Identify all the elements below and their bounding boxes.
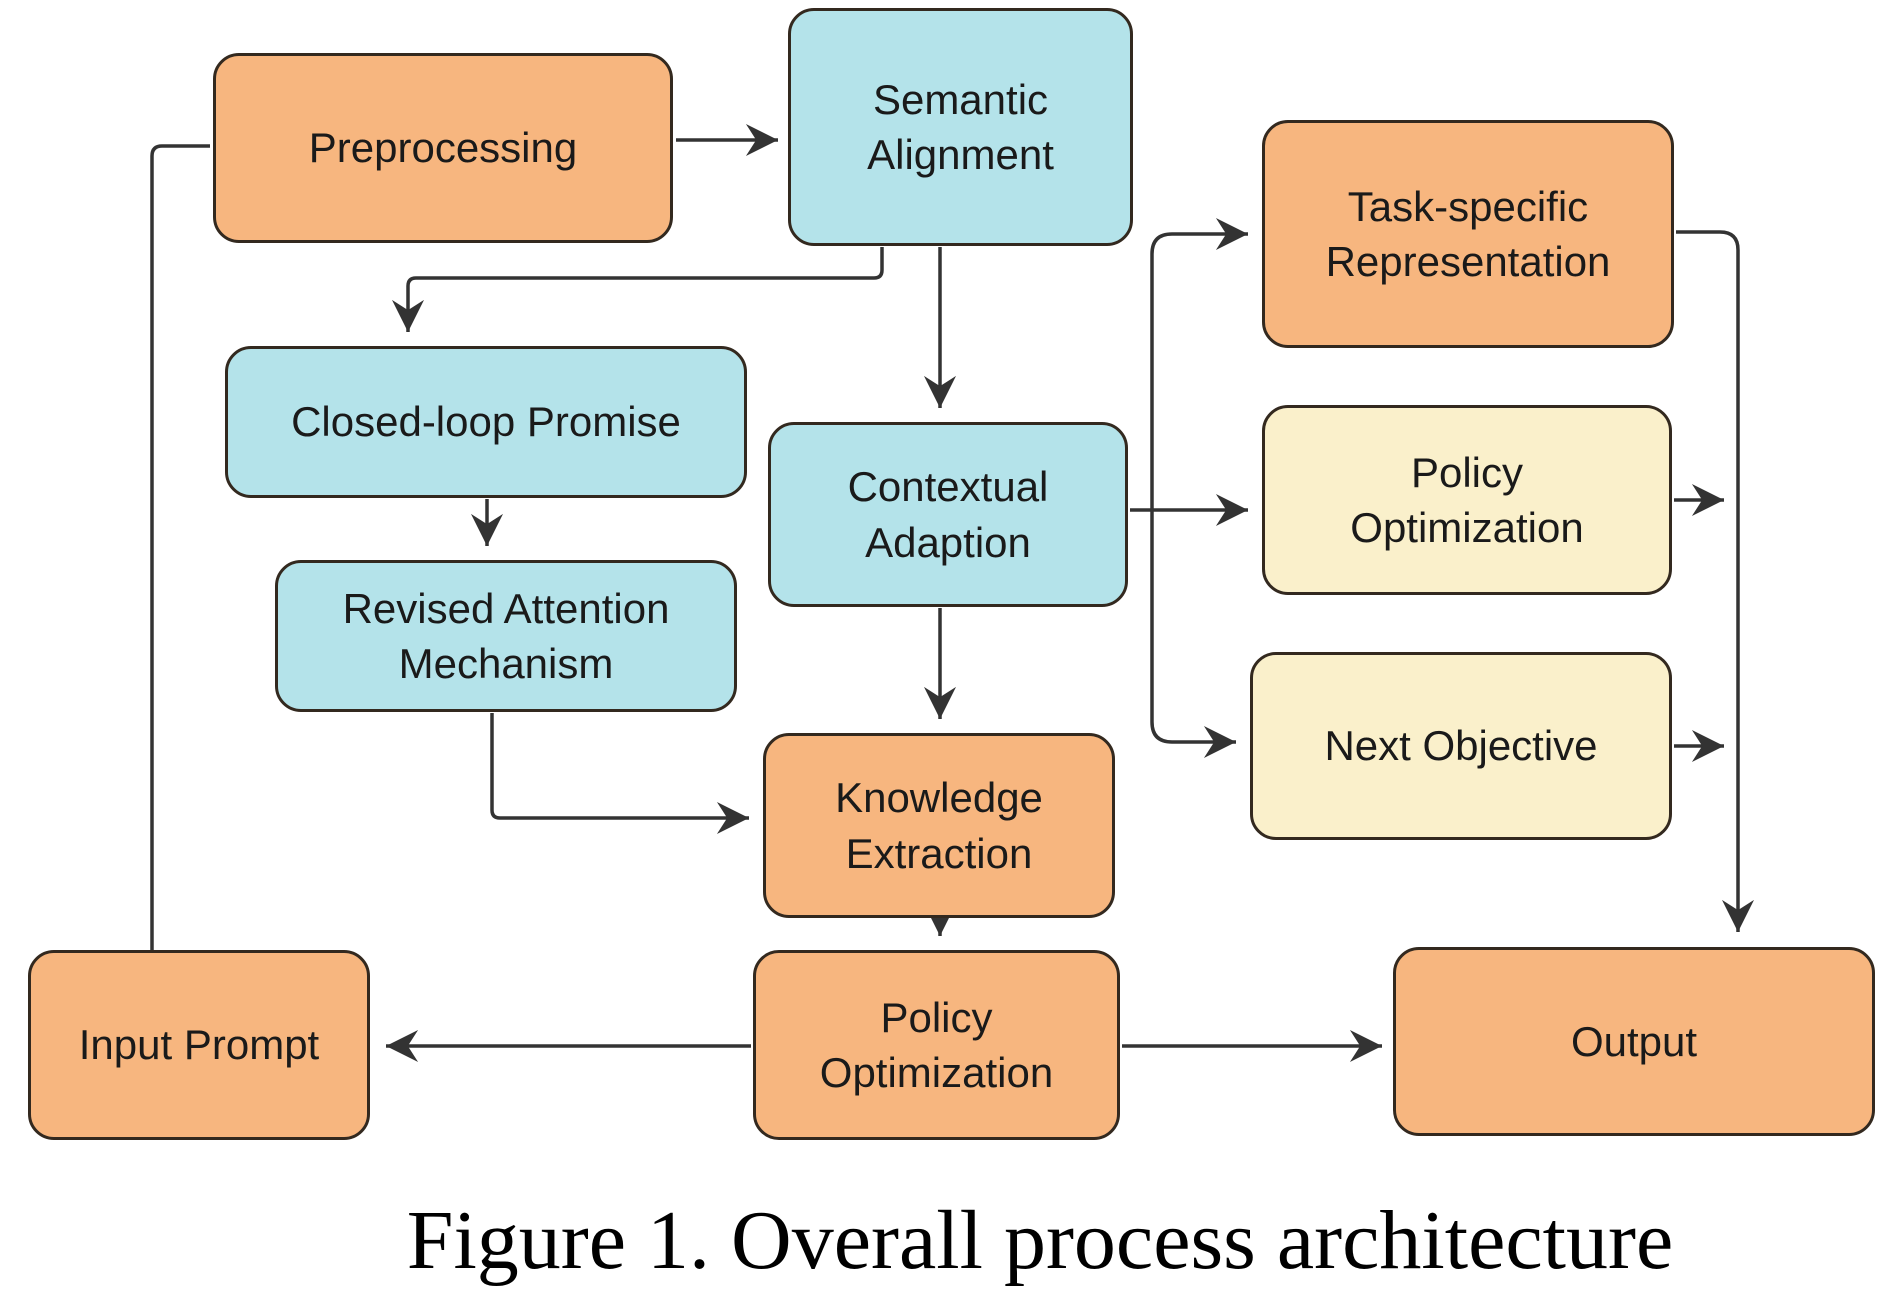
figure-caption: Figure 1. Overall process architecture <box>406 1194 1674 1287</box>
node-policy-optimization-lower: Policy Optimization <box>753 950 1120 1140</box>
node-knowledge-extraction: Knowledge Extraction <box>763 733 1115 918</box>
node-policy-optimization-upper: Policy Optimization <box>1262 405 1672 595</box>
node-label: Preprocessing <box>308 124 578 172</box>
node-label: Output <box>1570 1017 1698 1065</box>
arrow-branch-to-next-objective <box>1150 510 1236 759</box>
arrow-revised-attention-to-knowledge-extraction <box>490 713 749 835</box>
node-label: Input Prompt <box>78 1021 320 1069</box>
node-output: Output <box>1393 947 1875 1136</box>
node-label: Policy Optimization <box>1350 448 1584 551</box>
node-label: Revised Attention Mechanism <box>342 584 670 687</box>
node-label: Semantic Alignment <box>867 75 1054 178</box>
node-label: Closed-loop Promise <box>291 398 681 446</box>
node-contextual-adaption: Contextual Adaption <box>768 422 1128 607</box>
node-label: Task-specific Representation <box>1325 182 1611 285</box>
node-task-specific-representation: Task-specific Representation <box>1262 120 1674 348</box>
node-revised-attention-mechanism: Revised Attention Mechanism <box>275 560 737 712</box>
node-closed-loop-promise: Closed-loop Promise <box>225 346 747 498</box>
node-label: Policy Optimization <box>819 993 1054 1096</box>
node-input-prompt: Input Prompt <box>28 950 370 1140</box>
arrow-branch-to-task-specific-representation <box>1150 217 1248 510</box>
arrow-semantic-alignment-to-closed-loop-promise <box>391 247 884 332</box>
line-input-prompt-to-preprocessing <box>150 144 210 950</box>
arrow-task-specific-to-output <box>1676 230 1755 932</box>
node-semantic-alignment: Semantic Alignment <box>788 8 1133 246</box>
node-preprocessing: Preprocessing <box>213 53 673 243</box>
node-next-objective: Next Objective <box>1250 652 1672 840</box>
node-label: Contextual Adaption <box>847 463 1049 566</box>
node-label: Next Objective <box>1324 722 1598 770</box>
node-label: Knowledge Extraction <box>835 774 1043 877</box>
